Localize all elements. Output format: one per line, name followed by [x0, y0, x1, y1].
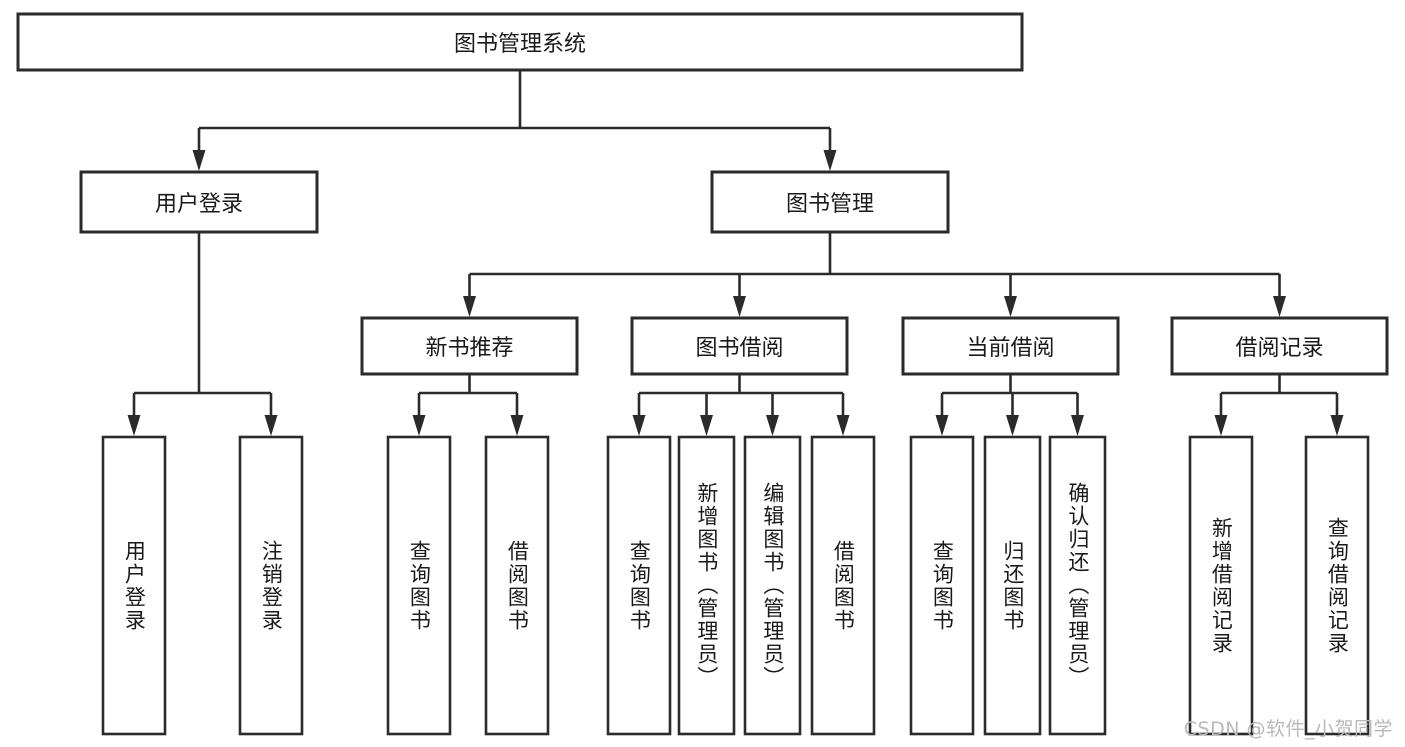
arrow-head-leaf7 — [766, 415, 779, 436]
arrow-head-leaf11 — [1071, 415, 1084, 436]
arrow-head-l2d — [1273, 296, 1286, 317]
node-box-l1b — [710, 170, 950, 234]
arrow-head-leaf12 — [1214, 415, 1228, 436]
node-box-l2b — [630, 316, 849, 376]
node-box-l2a — [360, 316, 579, 376]
node-box-l2d — [1170, 316, 1389, 376]
node-box-leaf8 — [810, 435, 876, 736]
arrow-head-l2b — [733, 296, 746, 317]
node-box-leaf13 — [1304, 435, 1370, 736]
arrow-head-leaf10 — [1006, 415, 1019, 436]
node-box-leaf6 — [677, 435, 736, 736]
node-box-leaf10 — [983, 435, 1042, 736]
edges-layer — [127, 70, 1344, 436]
node-box-l1a — [79, 170, 319, 234]
arrow-head-leaf3 — [412, 415, 426, 436]
arrow-head-leaf2 — [264, 415, 278, 436]
node-box-root — [16, 12, 1024, 72]
arrow-head-l2c — [1004, 296, 1017, 317]
arrow-head-leaf8 — [836, 415, 850, 436]
arrow-head-leaf13 — [1330, 415, 1344, 436]
arrow-head-l1a — [192, 150, 206, 171]
node-box-leaf9 — [909, 435, 975, 736]
node-box-leaf4 — [484, 435, 550, 736]
node-box-leaf2 — [238, 435, 304, 736]
node-box-leaf3 — [386, 435, 452, 736]
arrow-head-leaf1 — [127, 415, 141, 436]
arrow-head-leaf5 — [632, 415, 646, 436]
arrow-head-leaf9 — [935, 415, 949, 436]
arrow-head-l2a — [463, 296, 476, 317]
node-box-leaf11 — [1048, 435, 1107, 736]
node-box-leaf1 — [101, 435, 167, 736]
node-box-leaf5 — [606, 435, 672, 736]
arrow-head-leaf4 — [510, 415, 524, 436]
node-box-leaf7 — [743, 435, 802, 736]
arrow-head-leaf6 — [700, 415, 713, 436]
node-box-leaf12 — [1188, 435, 1254, 736]
node-box-l2c — [901, 316, 1120, 376]
arrow-head-l1b — [823, 150, 837, 171]
nodes-layer — [16, 12, 1389, 736]
